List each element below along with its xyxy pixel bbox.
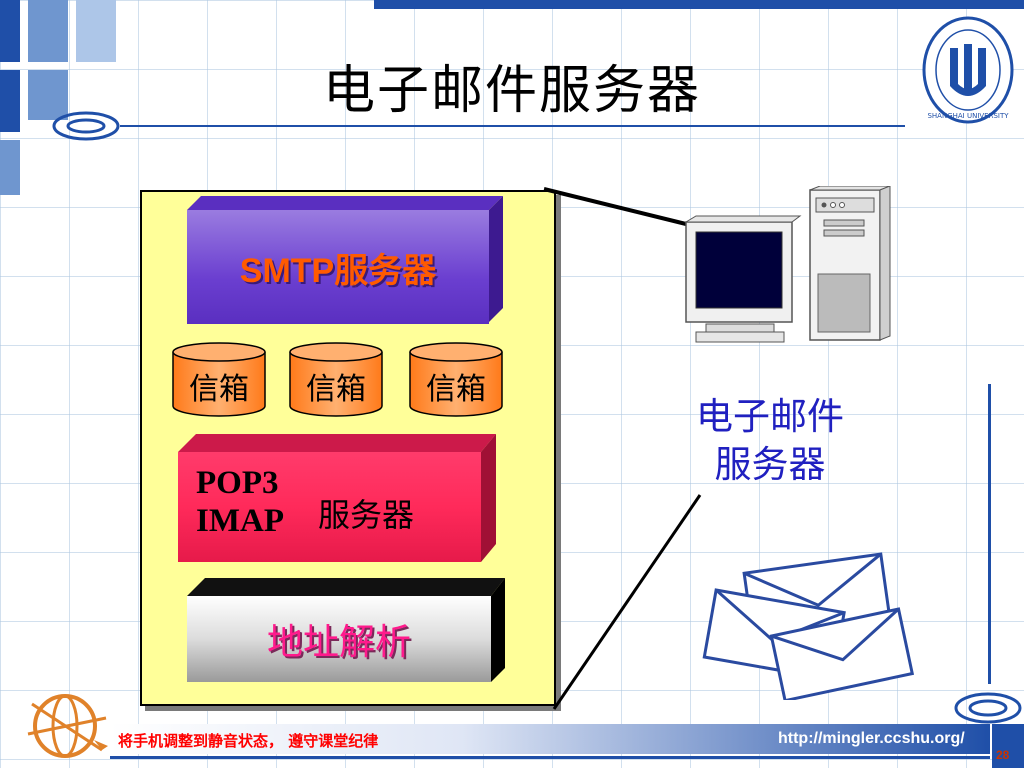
pop-imap-labels: POP3 IMAP [196, 464, 284, 540]
page-title: 电子邮件服务器 [322, 61, 701, 121]
decor-square [76, 0, 116, 62]
pop3-label: POP3 [196, 465, 279, 501]
envelopes-icon [702, 552, 915, 700]
footer-notice: 将手机调整到静音状态， 遵守课堂纪律 [118, 732, 379, 750]
footer-bar [110, 724, 990, 754]
connector-lines [543, 187, 702, 710]
page-number: 28 [996, 748, 1010, 762]
address-resolution-box: 地址解析 [187, 596, 491, 682]
compass-icon [27, 694, 108, 758]
address-box-depth [187, 578, 505, 682]
imap-label: IMAP [196, 503, 284, 539]
corner-ornament [954, 692, 1022, 724]
mailbox: 信箱 [289, 342, 383, 417]
computer-icon [684, 186, 891, 343]
footer-url-link[interactable]: http://mingler.ccshu.org/ [778, 730, 965, 747]
svg-text:SHANGHAI UNIVERSITY: SHANGHAI UNIVERSITY [927, 112, 1009, 120]
mailbox: 信箱 [409, 342, 503, 417]
computer-caption-line1: 电子邮件 [696, 395, 844, 438]
mailbox: 信箱 [172, 342, 266, 417]
decor-square [28, 0, 68, 62]
right-rule [988, 384, 991, 684]
footer-line [110, 756, 990, 759]
top-bar [374, 0, 1024, 9]
decor-square [0, 70, 20, 132]
cylinder-icon [172, 342, 266, 417]
decor-square [28, 70, 68, 120]
pop-box-depth [178, 434, 496, 562]
mailbox-label: 信箱 [189, 372, 249, 407]
decor-square [0, 0, 20, 62]
smtp-label: SMTP服务器 [239, 251, 437, 290]
pop-imap-server-box: POP3 IMAP 服务器 [178, 452, 481, 562]
mailbox-label: 信箱 [426, 372, 486, 407]
smtp-server-box: SMTP服务器 [187, 210, 489, 324]
university-logo: SHANGHAI UNIVERSITY [922, 16, 1014, 124]
cylinder-icon [409, 342, 503, 417]
cylinder-icon [289, 342, 383, 417]
smtp-box-depth [187, 196, 503, 322]
address-label: 地址解析 [266, 622, 411, 663]
title-rule [52, 111, 905, 141]
computer-caption-line2: 服务器 [714, 443, 826, 486]
pop-server-label: 服务器 [318, 496, 415, 534]
decor-square [0, 140, 20, 195]
mailbox-label: 信箱 [306, 372, 366, 407]
footer-corner [992, 724, 1024, 768]
